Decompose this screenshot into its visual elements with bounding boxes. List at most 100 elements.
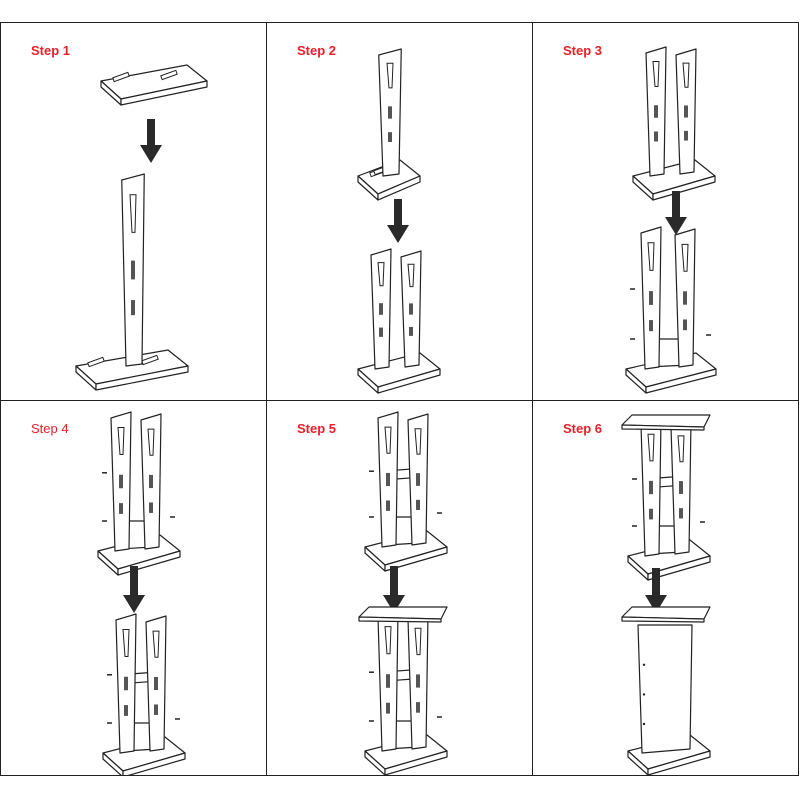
panel-cutout — [414, 428, 422, 455]
panel-cutout — [131, 300, 135, 316]
panel-cutout — [409, 303, 413, 315]
base-plate-front — [377, 175, 421, 201]
step-label: Step 3 — [563, 43, 603, 58]
base-plate-front — [384, 750, 448, 775]
step-label: Step 5 — [297, 421, 337, 436]
down-arrow-icon — [665, 191, 687, 235]
panel-cutout — [122, 629, 130, 657]
step-drawing — [621, 414, 711, 775]
panel-cutout — [654, 105, 658, 118]
step-label: Step 4 — [31, 421, 69, 436]
panel-cutout — [679, 508, 683, 519]
panel-cutout — [416, 674, 420, 688]
step-1-panel: Step 1 — [1, 23, 267, 401]
assembly-steps-grid: Step 1 Step 2 Step 3 Step 4 Step 5 Step … — [0, 22, 799, 776]
panel-cutout — [652, 61, 660, 87]
step-drawing — [357, 48, 441, 394]
base-plate-side — [364, 750, 386, 775]
step-label: Step 2 — [297, 43, 337, 58]
panel-cutout — [119, 503, 123, 514]
panel-cutout — [684, 130, 688, 141]
panel-cutout — [147, 428, 155, 456]
panel-cutout — [683, 319, 687, 331]
step-6-panel: Step 6 — [533, 401, 798, 775]
panel-cutout — [409, 326, 413, 336]
lectern-top-edge — [621, 424, 705, 431]
panel-cutout — [152, 630, 160, 658]
step-5-panel: Step 5 — [267, 401, 533, 775]
down-arrow-icon — [123, 566, 145, 613]
base-plate-front — [647, 750, 711, 775]
base-plate-side — [627, 750, 649, 775]
panel-cutout — [414, 627, 422, 656]
panel-cutout — [654, 131, 658, 142]
panel-cutout — [119, 474, 123, 489]
panel-cutout — [149, 502, 153, 513]
handle-slot — [112, 71, 130, 83]
down-arrow-icon — [140, 119, 162, 163]
down-arrow-icon — [387, 199, 409, 243]
base-plate-side — [102, 752, 124, 775]
step-drawing — [625, 46, 717, 394]
base-plate-front — [645, 368, 717, 394]
base-plate-front — [95, 365, 189, 391]
panel-cutout — [416, 702, 420, 713]
panel-cutout — [683, 291, 687, 305]
panel-cutout — [386, 674, 390, 688]
panel-cutout — [684, 105, 688, 118]
panel-cutout — [124, 676, 128, 691]
panel-cutout — [117, 427, 125, 455]
panel-cutout — [647, 433, 655, 462]
step-2-panel: Step 2 — [267, 23, 533, 401]
step-label: Step 6 — [563, 421, 603, 436]
panel-cutout — [416, 473, 420, 486]
base-plate-front — [647, 555, 711, 581]
panel-cutout — [416, 499, 420, 510]
panel-cutout — [386, 500, 390, 511]
panel-cutout — [649, 480, 653, 495]
panel-cutout — [384, 426, 392, 454]
panel-cutout — [149, 474, 153, 489]
panel-cutout — [154, 704, 158, 715]
panel-cutout — [379, 327, 383, 337]
step-4-illustration — [97, 411, 186, 775]
screw — [642, 722, 646, 726]
down-arrow-icon — [645, 568, 667, 613]
step-2-illustration — [357, 48, 441, 394]
base-plate-front — [120, 80, 208, 106]
screw — [642, 693, 646, 696]
handle-slot — [160, 69, 178, 81]
panel-cutout — [407, 263, 415, 288]
step-drawing — [358, 411, 448, 775]
lectern-top-edge — [358, 616, 442, 623]
panel-cutout — [679, 481, 683, 494]
panel-cutout — [677, 435, 685, 463]
handle-slot — [87, 356, 105, 368]
base-plate-front — [377, 368, 441, 394]
base-plate-front — [122, 752, 186, 775]
step-4-panel: Step 4 — [1, 401, 267, 775]
panel-cutout — [131, 260, 135, 280]
panel-cutout — [681, 243, 689, 272]
base-plate-front — [384, 546, 448, 572]
panel-cutout — [129, 194, 137, 233]
panel-cutout — [154, 676, 158, 691]
panel-cutout — [388, 106, 392, 119]
step-3-panel: Step 3 — [533, 23, 798, 401]
panel-cutout — [647, 242, 655, 271]
step-5-illustration — [358, 411, 448, 775]
base-plate-front — [652, 175, 716, 201]
panel-cutout — [649, 291, 653, 305]
panel-cutout — [649, 508, 653, 520]
down-arrow-icon — [383, 566, 405, 613]
panel-cutout — [377, 262, 385, 287]
panel-cutout — [682, 62, 690, 88]
step-3-illustration — [625, 46, 717, 394]
step-6-illustration — [621, 414, 711, 775]
front-panel — [637, 624, 693, 754]
panel-cutout — [384, 626, 392, 655]
step-drawing — [97, 411, 186, 775]
step-label: Step 1 — [31, 43, 71, 58]
lectern-top-edge — [621, 616, 705, 623]
step-drawing — [75, 64, 208, 391]
